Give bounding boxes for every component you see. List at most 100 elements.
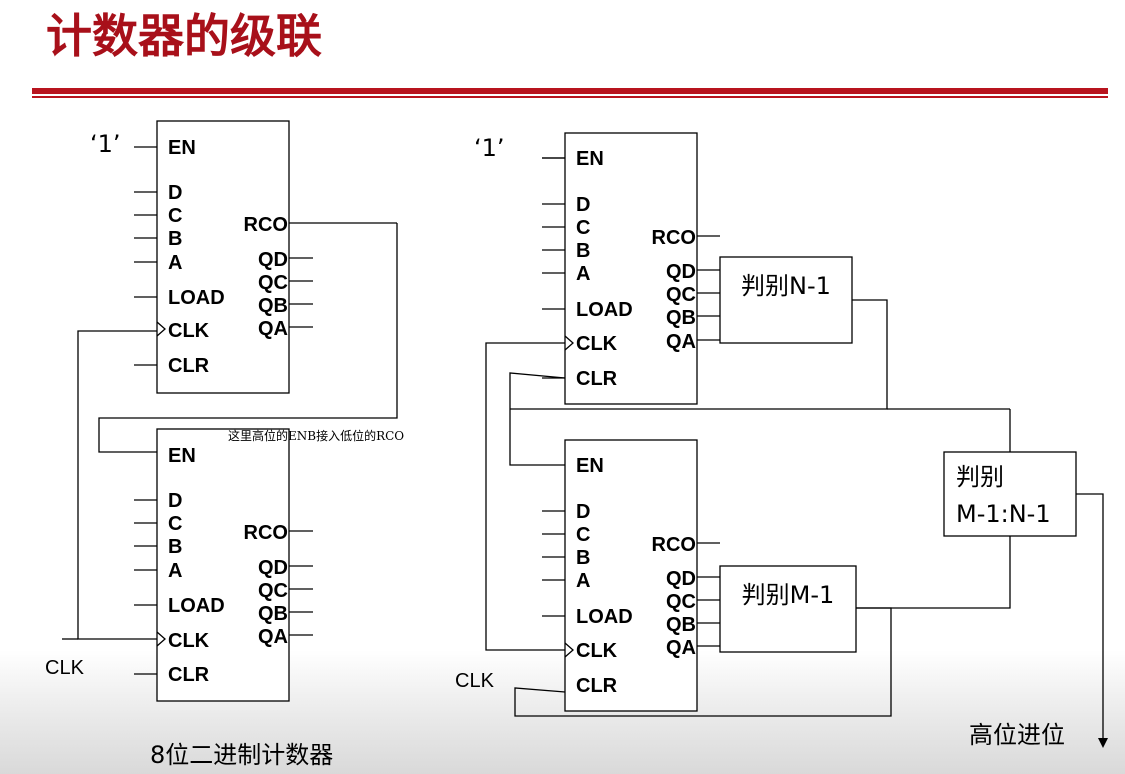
output-pin-leads [697,235,720,341]
counter-chip-body [156,428,290,702]
input-pin-leads [134,146,166,366]
pin-label-c: C [168,205,182,227]
pin-label-clk: CLK [576,640,618,662]
carry-arrow-icon [1098,738,1108,748]
pin-label-rco: RCO [652,534,696,556]
left-wiring [62,222,398,640]
pin-label-clr: CLR [576,675,618,697]
judge-m-label: 判别M-1 [742,581,835,609]
pin-label-b: B [168,228,182,250]
pin-label-rco: RCO [244,214,288,236]
left-counter-top: EN D C B A LOAD CLK CLR RCO QD QC QB QA [134,120,313,394]
judge-n-box [719,256,853,344]
pin-label-load: LOAD [168,595,225,617]
pin-label-qd: QD [258,557,288,579]
logic-one-label: ‘1’ [474,134,505,162]
pin-label-c: C [168,513,182,535]
pin-label-qb: QB [666,307,696,329]
pin-label-qc: QC [666,591,696,613]
logic-one-label: ‘1’ [90,130,121,158]
pin-label-load: LOAD [576,606,633,628]
pin-label-a: A [168,252,182,274]
annotation-enb-rco: 这里高位的ENB接入低位的RCO [228,428,404,443]
pin-label-clk: CLK [168,630,210,652]
clk-label: CLK [45,657,85,679]
pin-label-qa: QA [666,331,696,353]
title-rule-thin [32,96,1108,98]
counter-chip-body [156,120,290,394]
clk-bus-wire [485,342,565,651]
caption-8bit-counter: 8位二进制计数器 [150,741,333,769]
pin-label-c: C [576,217,590,239]
pin-label-d: D [576,194,590,216]
pin-label-qc: QC [258,580,288,602]
pin-label-qb: QB [258,603,288,625]
pin-label-a: A [576,263,590,285]
right-mn-counter: EN D C B A LOAD CLK CLR RCO QD QC QB QA [455,132,1108,749]
right-wiring [485,157,1104,740]
output-pin-leads [697,542,720,647]
pin-label-rco: RCO [244,522,288,544]
pin-label-a: A [576,570,590,592]
pin-label-qd: QD [666,568,696,590]
slide-title: 计数器的级联 [46,9,322,63]
pin-label-qd: QD [666,261,696,283]
right-counter-bottom: EN D C B A LOAD CLK CLR RCO QD QC QB QA [542,439,720,712]
carry-out-label: 高位进位 [969,721,1065,749]
pin-label-en: EN [168,137,196,159]
output-pin-leads [289,530,313,636]
judge-m-to-clr-wire [514,607,892,717]
judge-mn-block: 判别 M-1:N-1 [943,451,1077,537]
pin-label-en: EN [576,148,604,170]
judge-n-label: 判别N-1 [741,272,831,300]
pin-label-qc: QC [258,272,288,294]
judge-n-block: 判别N-1 [719,256,853,344]
pin-label-load: LOAD [576,299,633,321]
pin-label-clr: CLR [168,355,210,377]
pin-label-rco: RCO [652,227,696,249]
output-pin-leads [289,222,313,328]
input-pin-leads [134,499,166,675]
carry-output-wire [1076,493,1104,740]
judge-m-block: 判别M-1 [719,565,857,653]
left-counter-bottom: EN D C B A LOAD CLK CLR RCO QD QC QB QA [134,428,313,702]
pin-label-load: LOAD [168,287,225,309]
judge-m-to-mn-wire [856,536,1011,609]
pin-label-clr: CLR [576,368,618,390]
rco-to-en-wire-route [98,223,398,453]
pin-label-qa: QA [666,637,696,659]
input-pin-leads [542,510,574,658]
right-counter-top: EN D C B A LOAD CLK CLR RCO QD QC QB QA [542,132,720,405]
pin-label-qc: QC [666,284,696,306]
pin-label-d: D [168,490,182,512]
pin-label-qb: QB [258,295,288,317]
pin-label-d: D [168,182,182,204]
pin-label-qa: QA [258,626,288,648]
pin-label-clk: CLK [168,320,210,342]
judge-mn-box [943,451,1077,537]
pin-label-b: B [576,240,590,262]
judge-n-output-wire [510,299,888,410]
pin-label-clk: CLK [576,333,618,355]
clk-bus-wire [77,330,157,640]
pin-label-clr: CLR [168,664,210,686]
pin-label-a: A [168,560,182,582]
pin-label-qa: QA [258,318,288,340]
pin-label-b: B [576,547,590,569]
pin-label-en: EN [168,445,196,467]
counter-chip-body [564,132,698,405]
clk-label: CLK [455,670,495,692]
pin-label-b: B [168,536,182,558]
pin-label-c: C [576,524,590,546]
pin-label-qb: QB [666,614,696,636]
pin-label-en: EN [576,455,604,477]
judge-mn-label-line1: 判别 [956,463,1004,491]
judge-mn-label-line2: M-1:N-1 [956,500,1051,528]
left-8bit-counter: EN D C B A LOAD CLK CLR RCO QD QC QB QA [45,120,404,769]
pin-label-qd: QD [258,249,288,271]
pin-label-d: D [576,501,590,523]
counter-chip-body [564,439,698,712]
clr-to-en-wire [509,372,566,466]
title-rule [32,88,1108,94]
